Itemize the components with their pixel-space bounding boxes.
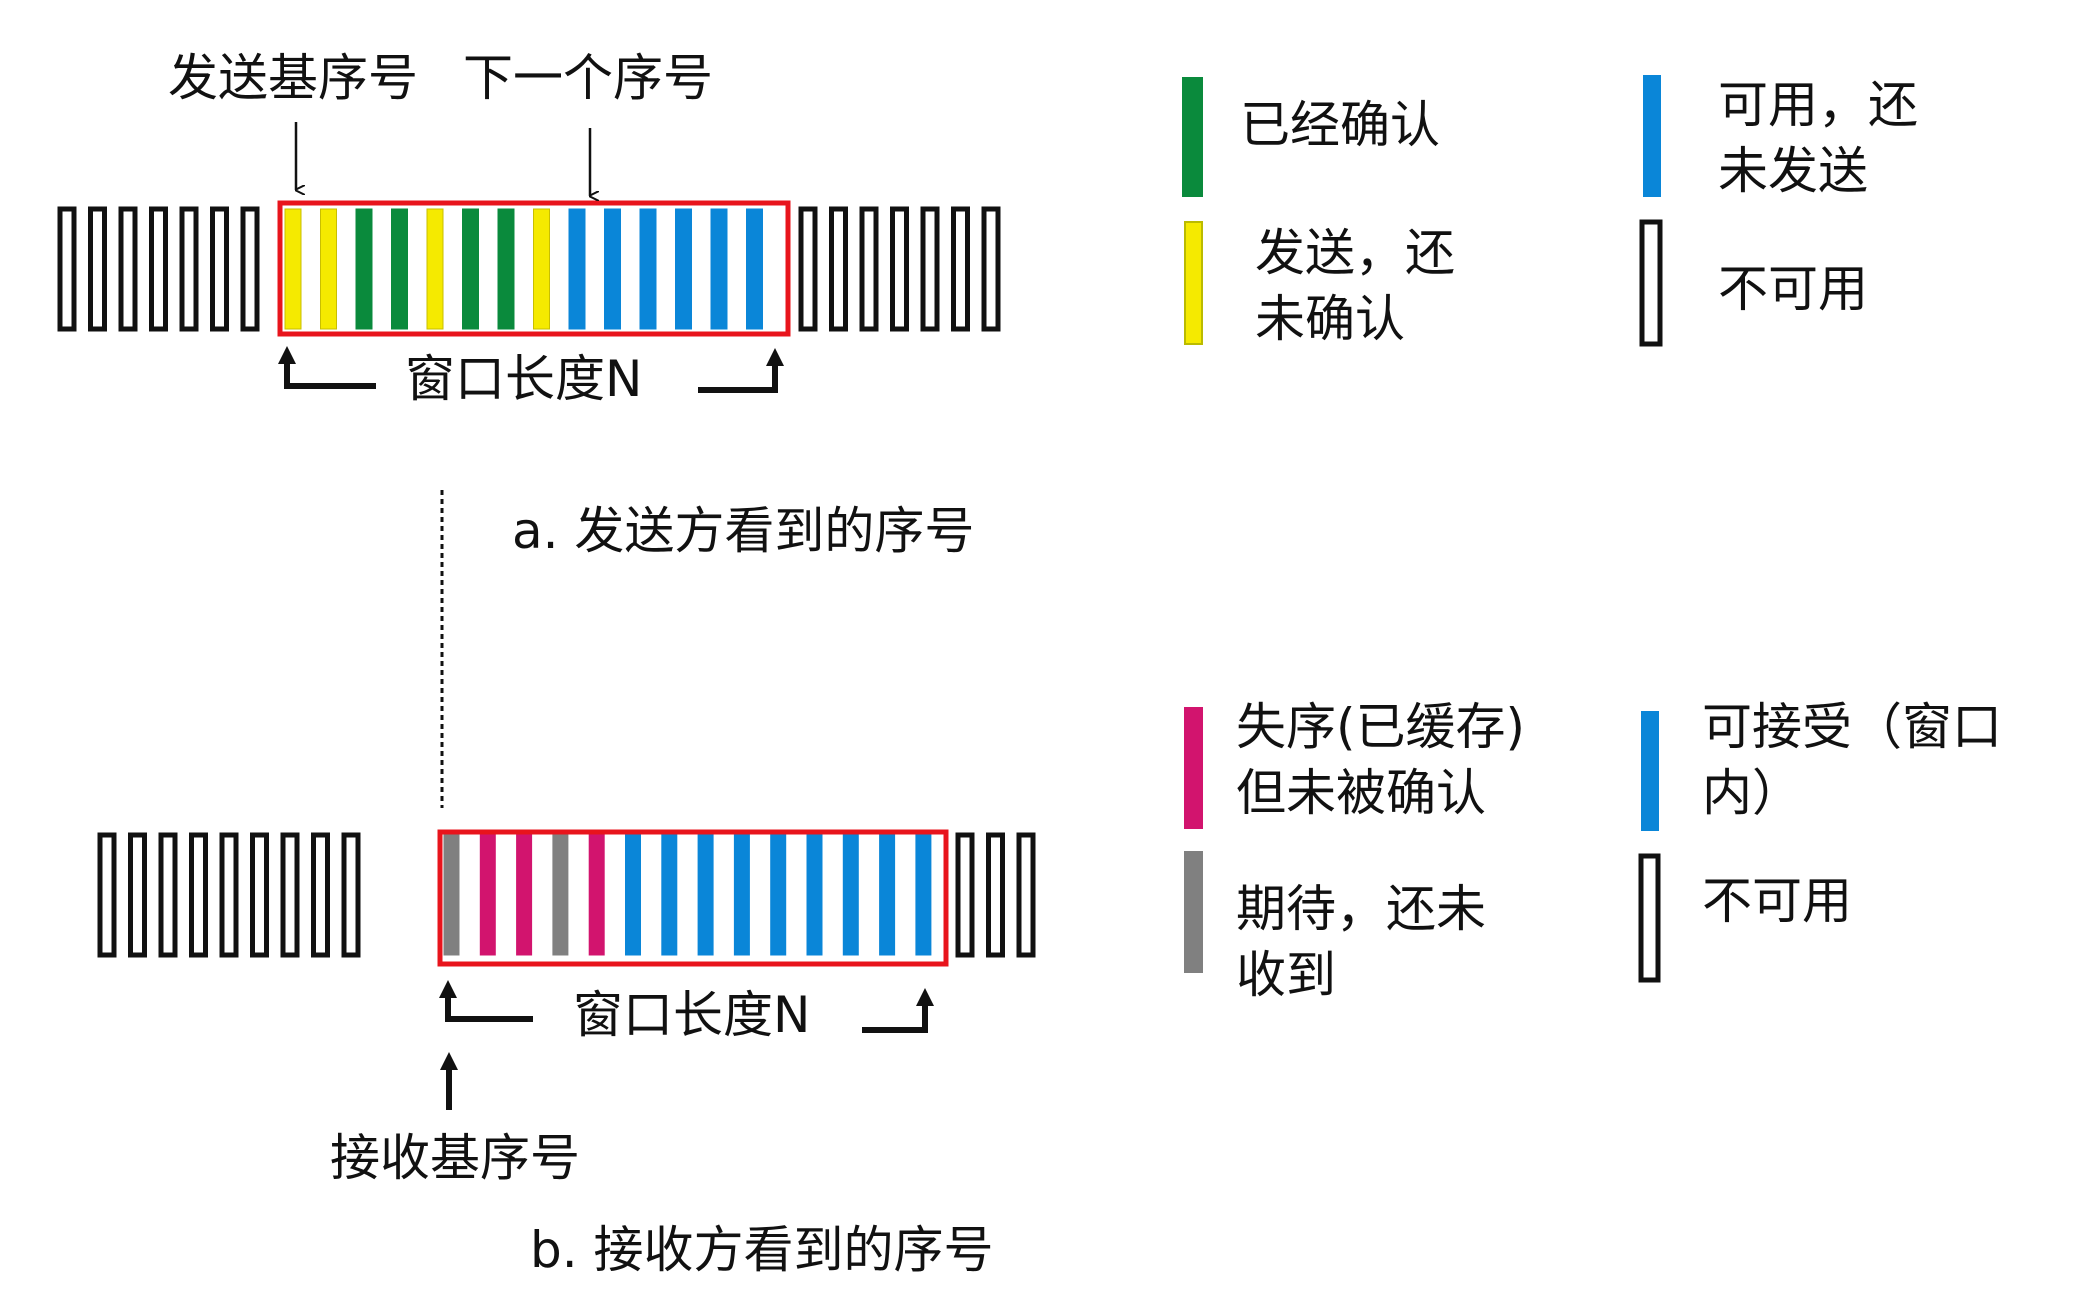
sender-outside-cell [149, 206, 168, 332]
receiver-window-length-label: 窗口长度N [573, 986, 810, 1044]
receiver-panel: 窗口长度N 接收基序号 b. 接收方看到的序号 [97, 829, 1036, 1279]
receiver-sequence-strip [97, 832, 1036, 958]
receiver-outside-cell [219, 832, 239, 958]
receiver-window-frame [437, 829, 949, 967]
receiver-window-cell [552, 834, 569, 956]
sender-outside-cell [951, 206, 970, 332]
legend-text-expected: 期待，还未收到 [1236, 880, 1486, 1004]
receiver-caption: b. 接收方看到的序号 [530, 1221, 994, 1279]
rcv-base-label: 接收基序号 [330, 1129, 580, 1187]
sender-window-length-marker: 窗口长度N [278, 346, 784, 408]
sender-outside-cell [829, 206, 848, 332]
sender-outside-cell [890, 206, 909, 332]
sender-legend: 已经确认 发送，还未确认 可用，还未发送 不可用 [1182, 75, 1918, 348]
sender-outside-cell [798, 206, 818, 332]
receiver-outside-cell [1016, 832, 1036, 958]
receiver-window-cell [516, 834, 533, 956]
receiver-outside-cell [189, 832, 208, 958]
receiver-outside-cell [128, 832, 147, 958]
sender-window-cell [604, 208, 621, 330]
sender-window-cell [639, 208, 657, 330]
sender-outside-cell [210, 206, 229, 332]
legend-text-not-usable: 不可用 [1718, 260, 1868, 318]
receiver-outside-cell [250, 832, 269, 958]
receiver-window-cell [443, 834, 460, 956]
sender-window-cell [426, 208, 444, 330]
receiver-window-cell [697, 834, 714, 956]
legend-text-rcv-not-usable: 不可用 [1702, 872, 1852, 930]
legend-text-acceptable: 可接受（窗口内） [1702, 698, 2002, 822]
sender-outside-cell [240, 206, 260, 332]
receiver-window-cell [806, 834, 823, 956]
sender-outside-cell [920, 206, 940, 332]
receiver-outside-cell [986, 832, 1005, 958]
sender-window-cell [284, 208, 302, 330]
receiver-window-cell [733, 834, 750, 956]
receiver-outside-cell [955, 832, 975, 958]
receiver-window-length-marker: 窗口长度N [439, 980, 934, 1044]
sender-window-cell [320, 208, 337, 330]
receiver-outside-cell [280, 832, 300, 958]
sender-window-cell [355, 208, 373, 330]
sender-window-length-label: 窗口长度N [405, 350, 642, 408]
legend-swatch-sent-unacked [1184, 221, 1203, 345]
receiver-window-cell [625, 834, 641, 956]
receiver-outside-cell [97, 832, 117, 958]
legend-swatch-usable [1643, 75, 1661, 197]
sender-window-cell [710, 208, 728, 330]
legend-swatch-rcv-not-usable [1638, 853, 1661, 983]
receiver-window-cell [915, 834, 932, 956]
rcv-base-arrow [440, 1052, 458, 1110]
legend-swatch-expected [1184, 851, 1203, 973]
sender-window-cell [568, 208, 586, 330]
receiver-window-cell [770, 834, 787, 956]
next-seq-label: 下一个序号 [463, 49, 713, 107]
sender-outside-cell [57, 206, 77, 332]
sender-window-cell [462, 208, 479, 330]
sender-outside-cell [981, 206, 1001, 332]
legend-text-acked: 已经确认 [1240, 96, 1440, 154]
send-base-label: 发送基序号 [168, 49, 418, 107]
sender-window-cell [391, 208, 408, 330]
legend-text-out-of-order: 失序(已缓存)但未被确认 [1236, 698, 1525, 822]
sender-outside-cell [118, 206, 138, 332]
sender-outside-cell [88, 206, 107, 332]
sender-window-cell [746, 208, 763, 330]
receiver-window-cell [879, 834, 896, 956]
receiver-window-cell [588, 834, 605, 956]
receiver-window-cell [479, 834, 496, 956]
receiver-legend: 失序(已缓存)但未被确认 期待，还未收到 可接受（窗口内） 不可用 [1184, 698, 2002, 1004]
legend-swatch-acked [1182, 77, 1203, 197]
sender-window-cell [497, 208, 515, 330]
receiver-window-cell [842, 834, 859, 956]
sender-window-frame [277, 200, 791, 337]
sender-panel: 发送基序号 下一个序号 窗口长度N a. 发送方看到的序号 [57, 49, 1001, 560]
receiver-outside-cell [158, 832, 178, 958]
receiver-outside-cell [341, 832, 361, 958]
legend-text-sent-unacked: 发送，还未确认 [1255, 224, 1455, 348]
sender-caption: a. 发送方看到的序号 [512, 502, 974, 560]
sender-outside-cell [179, 206, 199, 332]
sender-outside-cell [859, 206, 879, 332]
receiver-outside-cell [311, 832, 330, 958]
receiver-window-cell [661, 834, 678, 956]
sender-window-cell [533, 208, 550, 330]
legend-swatch-acceptable [1641, 711, 1659, 831]
sender-window-cell [675, 208, 692, 330]
legend-text-usable: 可用，还未发送 [1718, 76, 1918, 200]
legend-swatch-not-usable [1639, 219, 1663, 347]
legend-swatch-out-of-order [1184, 707, 1203, 829]
sender-sequence-strip [57, 206, 1001, 332]
